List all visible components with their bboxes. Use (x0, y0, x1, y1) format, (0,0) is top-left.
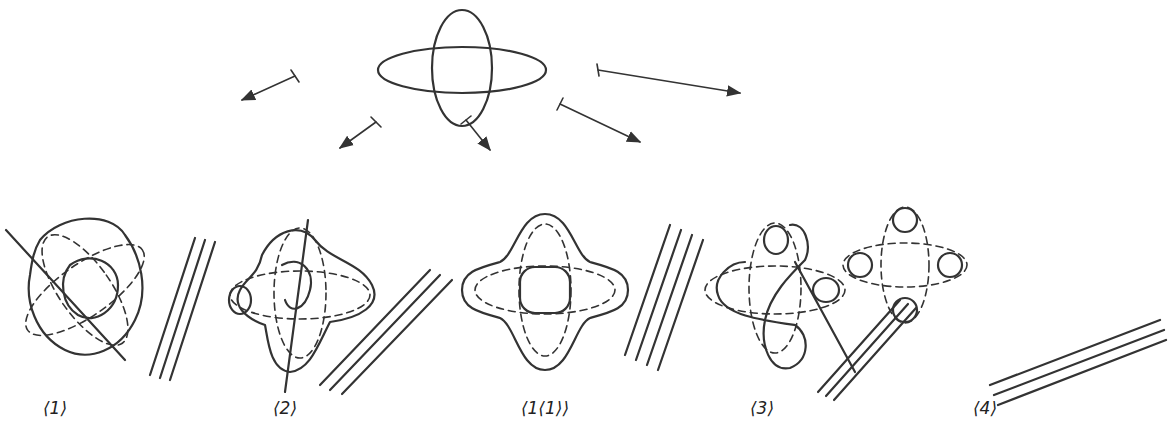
dashed-ellipses (0, 197, 967, 384)
case-label: ⟨3⟩ (750, 398, 774, 418)
case-label: ⟨4⟩ (973, 398, 997, 418)
case-label: ⟨2⟩ (273, 398, 297, 418)
case-label: ⟨1⟨1⟩⟩ (521, 398, 569, 418)
crossed-ellipses (378, 10, 546, 126)
perturbed-curve (848, 208, 1166, 405)
perturbed-curve (6, 219, 215, 380)
perturbed-curve (717, 225, 916, 400)
perturbed-curve (462, 214, 703, 370)
perturbed-curve (229, 220, 452, 394)
maps-to-arrows (242, 64, 740, 150)
case-label: ⟨1⟩ (43, 398, 67, 418)
